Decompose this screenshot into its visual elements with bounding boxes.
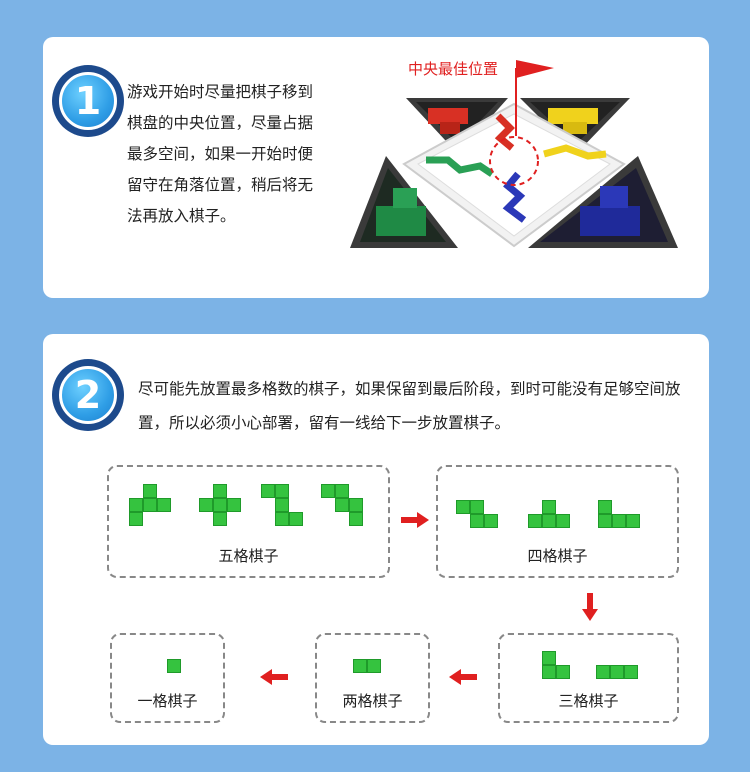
four-tile-label: 四格棋子 bbox=[527, 547, 588, 565]
five-tile-label: 五格棋子 bbox=[218, 547, 279, 565]
arrow-left-icon bbox=[449, 669, 477, 685]
one-tile-pieces-box: 一格棋子 bbox=[110, 633, 225, 723]
two-tile-pieces-box: 两格棋子 bbox=[315, 633, 430, 723]
three-tile-label: 三格棋子 bbox=[558, 692, 619, 710]
one-tile-label: 一格棋子 bbox=[137, 692, 198, 710]
step-2-number: 2 bbox=[59, 366, 117, 424]
three-tile-pieces-box: 三格棋子 bbox=[498, 633, 679, 723]
arrow-right-icon bbox=[401, 512, 429, 528]
game-board-image bbox=[348, 56, 680, 256]
five-tile-pieces-box: 五格棋子 bbox=[107, 465, 390, 578]
step-2-badge: 2 bbox=[52, 359, 124, 431]
step-1-badge: 1 bbox=[52, 65, 124, 137]
two-tile-label: 两格棋子 bbox=[342, 692, 403, 710]
step-2-text: 尽可能先放置最多格数的棋子，如果保留到最后阶段，到时可能没有足够空间放置，所以必… bbox=[138, 380, 681, 432]
step-1-number: 1 bbox=[59, 72, 117, 130]
center-best-position-label: 中央最佳位置 bbox=[408, 60, 499, 78]
arrow-down-icon bbox=[582, 593, 598, 621]
four-tile-pieces-box: 四格棋子 bbox=[436, 465, 679, 578]
step-1-text: 游戏开始时尽量把棋子移到棋盘的中央位置，尽量占据最多空间，如果一开始时便留守在角… bbox=[127, 83, 314, 225]
arrow-left-icon bbox=[260, 669, 288, 685]
